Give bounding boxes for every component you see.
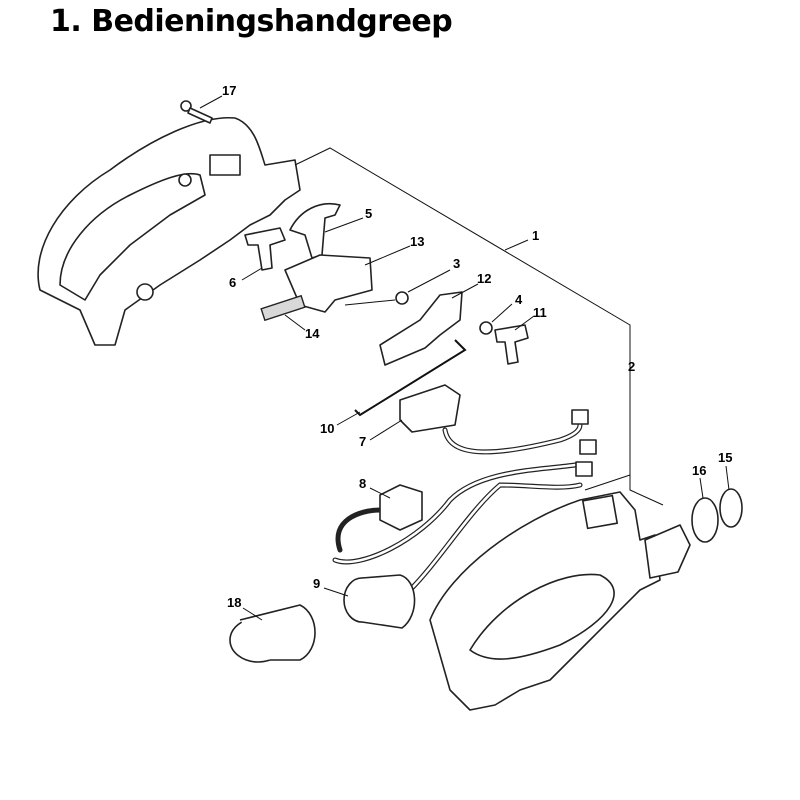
- part-label-17: 17: [222, 83, 236, 98]
- part-label-14: 14: [305, 326, 320, 341]
- part-label-13: 13: [410, 234, 424, 249]
- assembly-bracket-2: [584, 474, 631, 491]
- part-label-16: 16: [692, 463, 706, 478]
- part-label-18: 18: [227, 595, 241, 610]
- part-label-3: 3: [453, 256, 460, 271]
- lockout-lever: [244, 227, 286, 271]
- end-cap: [229, 604, 316, 663]
- switch-actuator: [494, 324, 529, 365]
- part-label-6: 6: [229, 275, 236, 290]
- trigger-lever: [289, 203, 341, 259]
- leader-lines: [199, 95, 730, 621]
- part-label-9: 9: [313, 576, 320, 591]
- switch-module: [399, 384, 461, 433]
- page-title: 1. Bedieningshandgreep: [50, 4, 453, 39]
- part-label-5: 5: [365, 206, 372, 221]
- part-label-10: 10: [320, 421, 334, 436]
- part-label-7: 7: [359, 434, 366, 449]
- spring: [479, 321, 493, 335]
- part-label-11: 11: [533, 305, 547, 320]
- o-ring: [691, 497, 719, 543]
- housing-shell-left: [37, 117, 301, 346]
- o-ring-large: [719, 488, 743, 528]
- handle-housing: [429, 491, 691, 711]
- screw: [180, 100, 213, 124]
- compression-spring: [260, 294, 306, 322]
- part-label-8: 8: [359, 476, 366, 491]
- part-label-15: 15: [718, 450, 732, 465]
- connecting-rod: [354, 339, 467, 417]
- assembly-bracket-1: [294, 147, 664, 506]
- part-label-2: 2: [628, 359, 635, 374]
- torsion-spring: [344, 291, 409, 306]
- connector: [379, 484, 423, 531]
- wiring-harness: [332, 409, 597, 593]
- battery-socket: [343, 574, 416, 629]
- part-label-12: 12: [477, 271, 491, 286]
- part-label-4: 4: [515, 292, 523, 307]
- part-label-1: 1: [532, 228, 539, 243]
- switch-lever: [379, 291, 463, 366]
- part-number-labels: 17 5 13 1 3 12 4 11 6 14 2 10 7 8 16 15 …: [222, 83, 732, 610]
